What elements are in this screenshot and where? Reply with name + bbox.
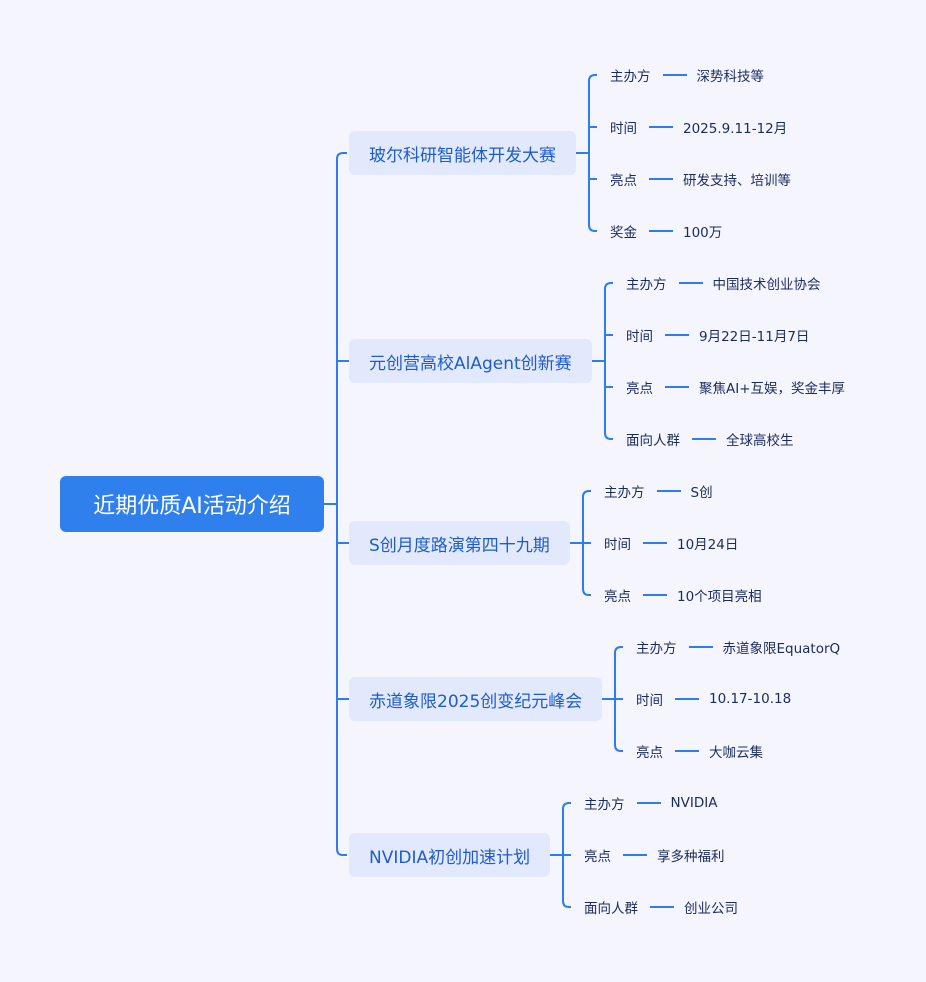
- leaf-bracket: [588, 74, 597, 232]
- leaf-item[interactable]: 面向人群 全球高校生: [626, 429, 794, 449]
- leaf-item[interactable]: 面向人群 创业公司: [584, 897, 738, 917]
- leaf-value: 10个项目亮相: [677, 589, 762, 605]
- leaf-item[interactable]: 亮点 聚焦AI+互娱，奖金丰厚: [626, 377, 845, 397]
- leaf-item[interactable]: 主办方 S创: [604, 481, 713, 501]
- leaf-item[interactable]: 主办方 NVIDIA: [584, 793, 717, 813]
- leaf-label: 面向人群: [584, 901, 638, 917]
- leaf-label: 主办方: [584, 797, 625, 813]
- leaf-value: 赤道象限EquatorQ: [722, 641, 841, 657]
- leaf-connector: [665, 386, 689, 388]
- leaf-item[interactable]: 主办方 中国技术创业协会: [626, 273, 821, 293]
- leaf-connector: [678, 282, 703, 284]
- leaf-item[interactable]: 亮点 大咖云集: [636, 741, 763, 761]
- leaf-label: 主办方: [610, 69, 651, 85]
- leaf-connector: [665, 334, 689, 336]
- leaf-connector: [675, 698, 699, 700]
- leaf-value: 10月24日: [677, 537, 739, 553]
- leaf-item[interactable]: 时间 9月22日-11月7日: [626, 325, 809, 345]
- leaf-connector: [649, 230, 673, 232]
- leaf-item[interactable]: 主办方 深势科技等: [610, 65, 764, 85]
- leaf-value: 聚焦AI+互娱，奖金丰厚: [699, 381, 846, 397]
- branch-node[interactable]: S创月度路演第四十九期: [349, 521, 570, 565]
- leaf-value: NVIDIA: [670, 795, 718, 811]
- leaf-value: 9月22日-11月7日: [699, 329, 810, 345]
- trunk-line: [336, 152, 347, 856]
- leaf-bracket: [604, 282, 613, 440]
- leaf-item[interactable]: 奖金 100万: [610, 221, 722, 241]
- leaf-label: 面向人群: [626, 433, 680, 449]
- leaf-connector: [688, 646, 713, 648]
- leaf-value: 创业公司: [684, 901, 738, 917]
- leaf-label: 奖金: [610, 225, 637, 241]
- leaf-label: 亮点: [584, 849, 611, 865]
- root-node[interactable]: 近期优质AI活动介绍: [60, 476, 324, 532]
- leaf-value: S创: [690, 485, 713, 501]
- leaf-label: 亮点: [626, 381, 653, 397]
- leaf-label: 时间: [626, 329, 653, 345]
- leaf-label: 时间: [604, 537, 631, 553]
- leaf-connector: [643, 542, 667, 544]
- leaf-item[interactable]: 亮点 享多种福利: [584, 845, 725, 865]
- leaf-connector: [675, 750, 699, 752]
- branch-node[interactable]: 玻尔科研智能体开发大赛: [349, 131, 576, 175]
- branch-node[interactable]: 元创营高校AlAgent创新赛: [349, 339, 592, 383]
- branch-node[interactable]: 赤道象限2025创变纪元峰会: [349, 677, 603, 721]
- leaf-label: 主办方: [604, 485, 645, 501]
- leaf-label: 主办方: [626, 277, 667, 293]
- leaf-item[interactable]: 时间 10月24日: [604, 533, 738, 553]
- leaf-value: 全球高校生: [726, 433, 794, 449]
- leaf-connector: [649, 178, 673, 180]
- leaf-value: 享多种福利: [657, 849, 725, 865]
- leaf-label: 亮点: [636, 745, 663, 761]
- leaf-connector: [636, 802, 661, 804]
- leaf-connector: [643, 594, 667, 596]
- leaf-label: 主办方: [636, 641, 677, 657]
- leaf-connector: [662, 74, 687, 76]
- leaf-label: 亮点: [604, 589, 631, 605]
- leaf-label: 时间: [636, 693, 663, 709]
- leaf-label: 时间: [610, 121, 637, 137]
- branch-node[interactable]: NVIDIA初创加速计划: [349, 833, 551, 877]
- leaf-label: 亮点: [610, 173, 637, 189]
- leaf-value: 大咖云集: [709, 745, 763, 761]
- leaf-value: 100万: [683, 225, 723, 241]
- leaf-connector: [656, 490, 681, 492]
- leaf-connector: [692, 438, 716, 440]
- leaf-value: 深势科技等: [696, 69, 765, 85]
- leaf-value: 10.17-10.18: [709, 691, 792, 707]
- leaf-value: 中国技术创业协会: [712, 277, 821, 293]
- leaf-connector: [623, 854, 647, 856]
- leaf-item[interactable]: 主办方 赤道象限EquatorQ: [636, 637, 840, 657]
- leaf-connector: [650, 906, 674, 908]
- leaf-item[interactable]: 亮点 10个项目亮相: [604, 585, 762, 605]
- leaf-item[interactable]: 亮点 研发支持、培训等: [610, 169, 791, 189]
- leaf-connector: [649, 126, 673, 128]
- leaf-value: 2025.9.11-12月: [683, 121, 788, 137]
- leaf-item[interactable]: 时间 10.17-10.18: [636, 689, 791, 709]
- leaf-item[interactable]: 时间 2025.9.11-12月: [610, 117, 787, 137]
- leaf-value: 研发支持、培训等: [683, 173, 791, 189]
